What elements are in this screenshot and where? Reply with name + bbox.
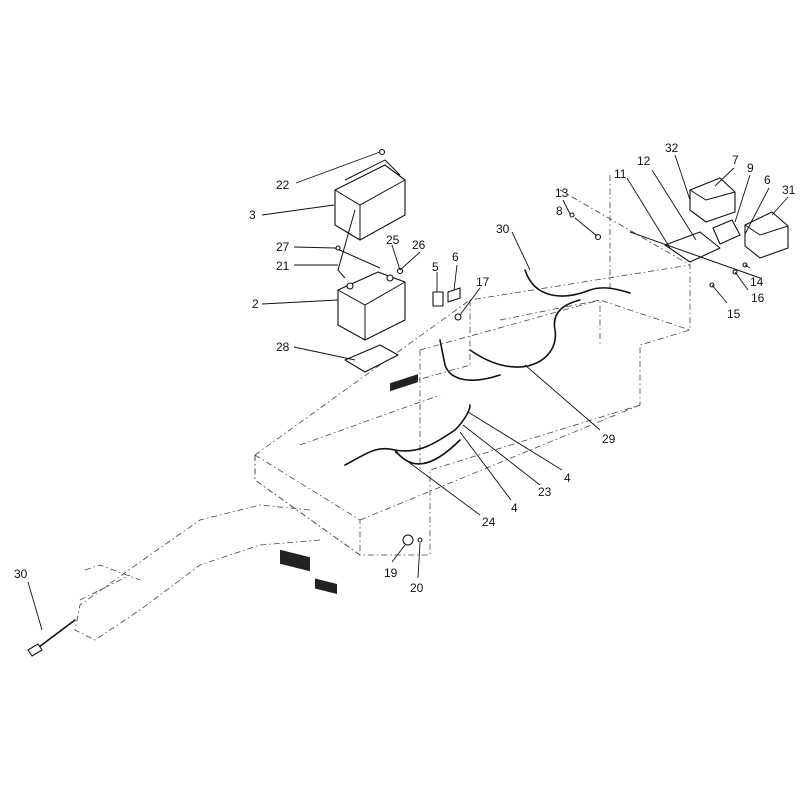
callout-8: 8 — [556, 204, 563, 218]
callout-9: 9 — [747, 161, 754, 175]
wire-upper — [524, 269, 631, 297]
callout-3: 3 — [249, 208, 256, 222]
screw-13 — [569, 212, 575, 218]
callout-4-upper: 4 — [564, 471, 571, 485]
wire-harness — [344, 404, 471, 466]
leader-lines — [27, 151, 789, 631]
callout-26: 26 — [412, 238, 426, 252]
callout-11: 11 — [614, 167, 627, 181]
harness-lead — [439, 339, 501, 381]
callout-19: 19 — [384, 566, 398, 580]
j-bolt-rod — [337, 209, 356, 279]
plug-connector — [27, 643, 43, 657]
tail-light — [712, 219, 741, 245]
callout-6-right: 6 — [764, 173, 771, 187]
callout-15: 15 — [727, 307, 741, 321]
battery-terminal-neg — [346, 282, 354, 290]
bolt-27 — [335, 245, 341, 251]
light-housing-right — [744, 211, 789, 259]
harness-branch — [394, 439, 461, 465]
battery — [337, 271, 406, 341]
grommet-19 — [402, 534, 414, 546]
callout-5: 5 — [432, 260, 439, 274]
callout-6: 6 — [452, 250, 459, 264]
callout-24: 24 — [482, 515, 496, 529]
light-bracket — [664, 231, 721, 263]
callout-17: 17 — [476, 275, 490, 289]
callout-20: 20 — [410, 581, 424, 595]
screw-17 — [454, 313, 462, 321]
callout-4-lower: 4 — [511, 501, 518, 515]
battery-mat — [344, 344, 399, 373]
callout-30-upper: 30 — [496, 222, 510, 236]
cover-knob — [378, 148, 386, 156]
chassis-frame — [254, 175, 691, 556]
battery-cover — [334, 159, 406, 241]
switch-bracket — [447, 287, 461, 303]
front-hitch-plate — [254, 374, 418, 595]
callout-29: 29 — [602, 432, 616, 446]
callout-27: 27 — [276, 240, 290, 254]
brand-decal — [390, 374, 418, 392]
callout-25: 25 — [386, 233, 400, 247]
callout-labels: 2 3 4 4 5 6 6 7 8 9 11 12 13 14 15 16 17… — [14, 141, 796, 595]
wire-lower — [34, 619, 76, 651]
callout-32: 32 — [665, 141, 679, 155]
callout-21: 21 — [276, 259, 290, 273]
battery-terminal-pos — [386, 274, 394, 282]
callout-13: 13 — [555, 186, 569, 200]
callout-12: 12 — [637, 154, 651, 168]
callout-2: 2 — [252, 297, 259, 311]
warning-decal — [280, 549, 310, 572]
light-housing-left — [689, 177, 736, 223]
hold-down-bar — [334, 247, 381, 269]
screw-20 — [417, 537, 423, 543]
callout-31: 31 — [782, 183, 796, 197]
callout-7: 7 — [732, 153, 739, 167]
bracket-rail — [629, 231, 761, 279]
callout-23: 23 — [538, 485, 552, 499]
callout-16: 16 — [751, 291, 765, 305]
tongue-drawbar — [74, 504, 321, 641]
callout-30-lower: 30 — [14, 567, 28, 581]
callout-14: 14 — [750, 275, 764, 289]
switch — [432, 291, 444, 307]
nut-26 — [396, 267, 404, 275]
hitch-decal — [315, 578, 337, 595]
main-wire — [469, 299, 581, 368]
callout-28: 28 — [276, 340, 290, 354]
callout-22: 22 — [276, 178, 290, 192]
